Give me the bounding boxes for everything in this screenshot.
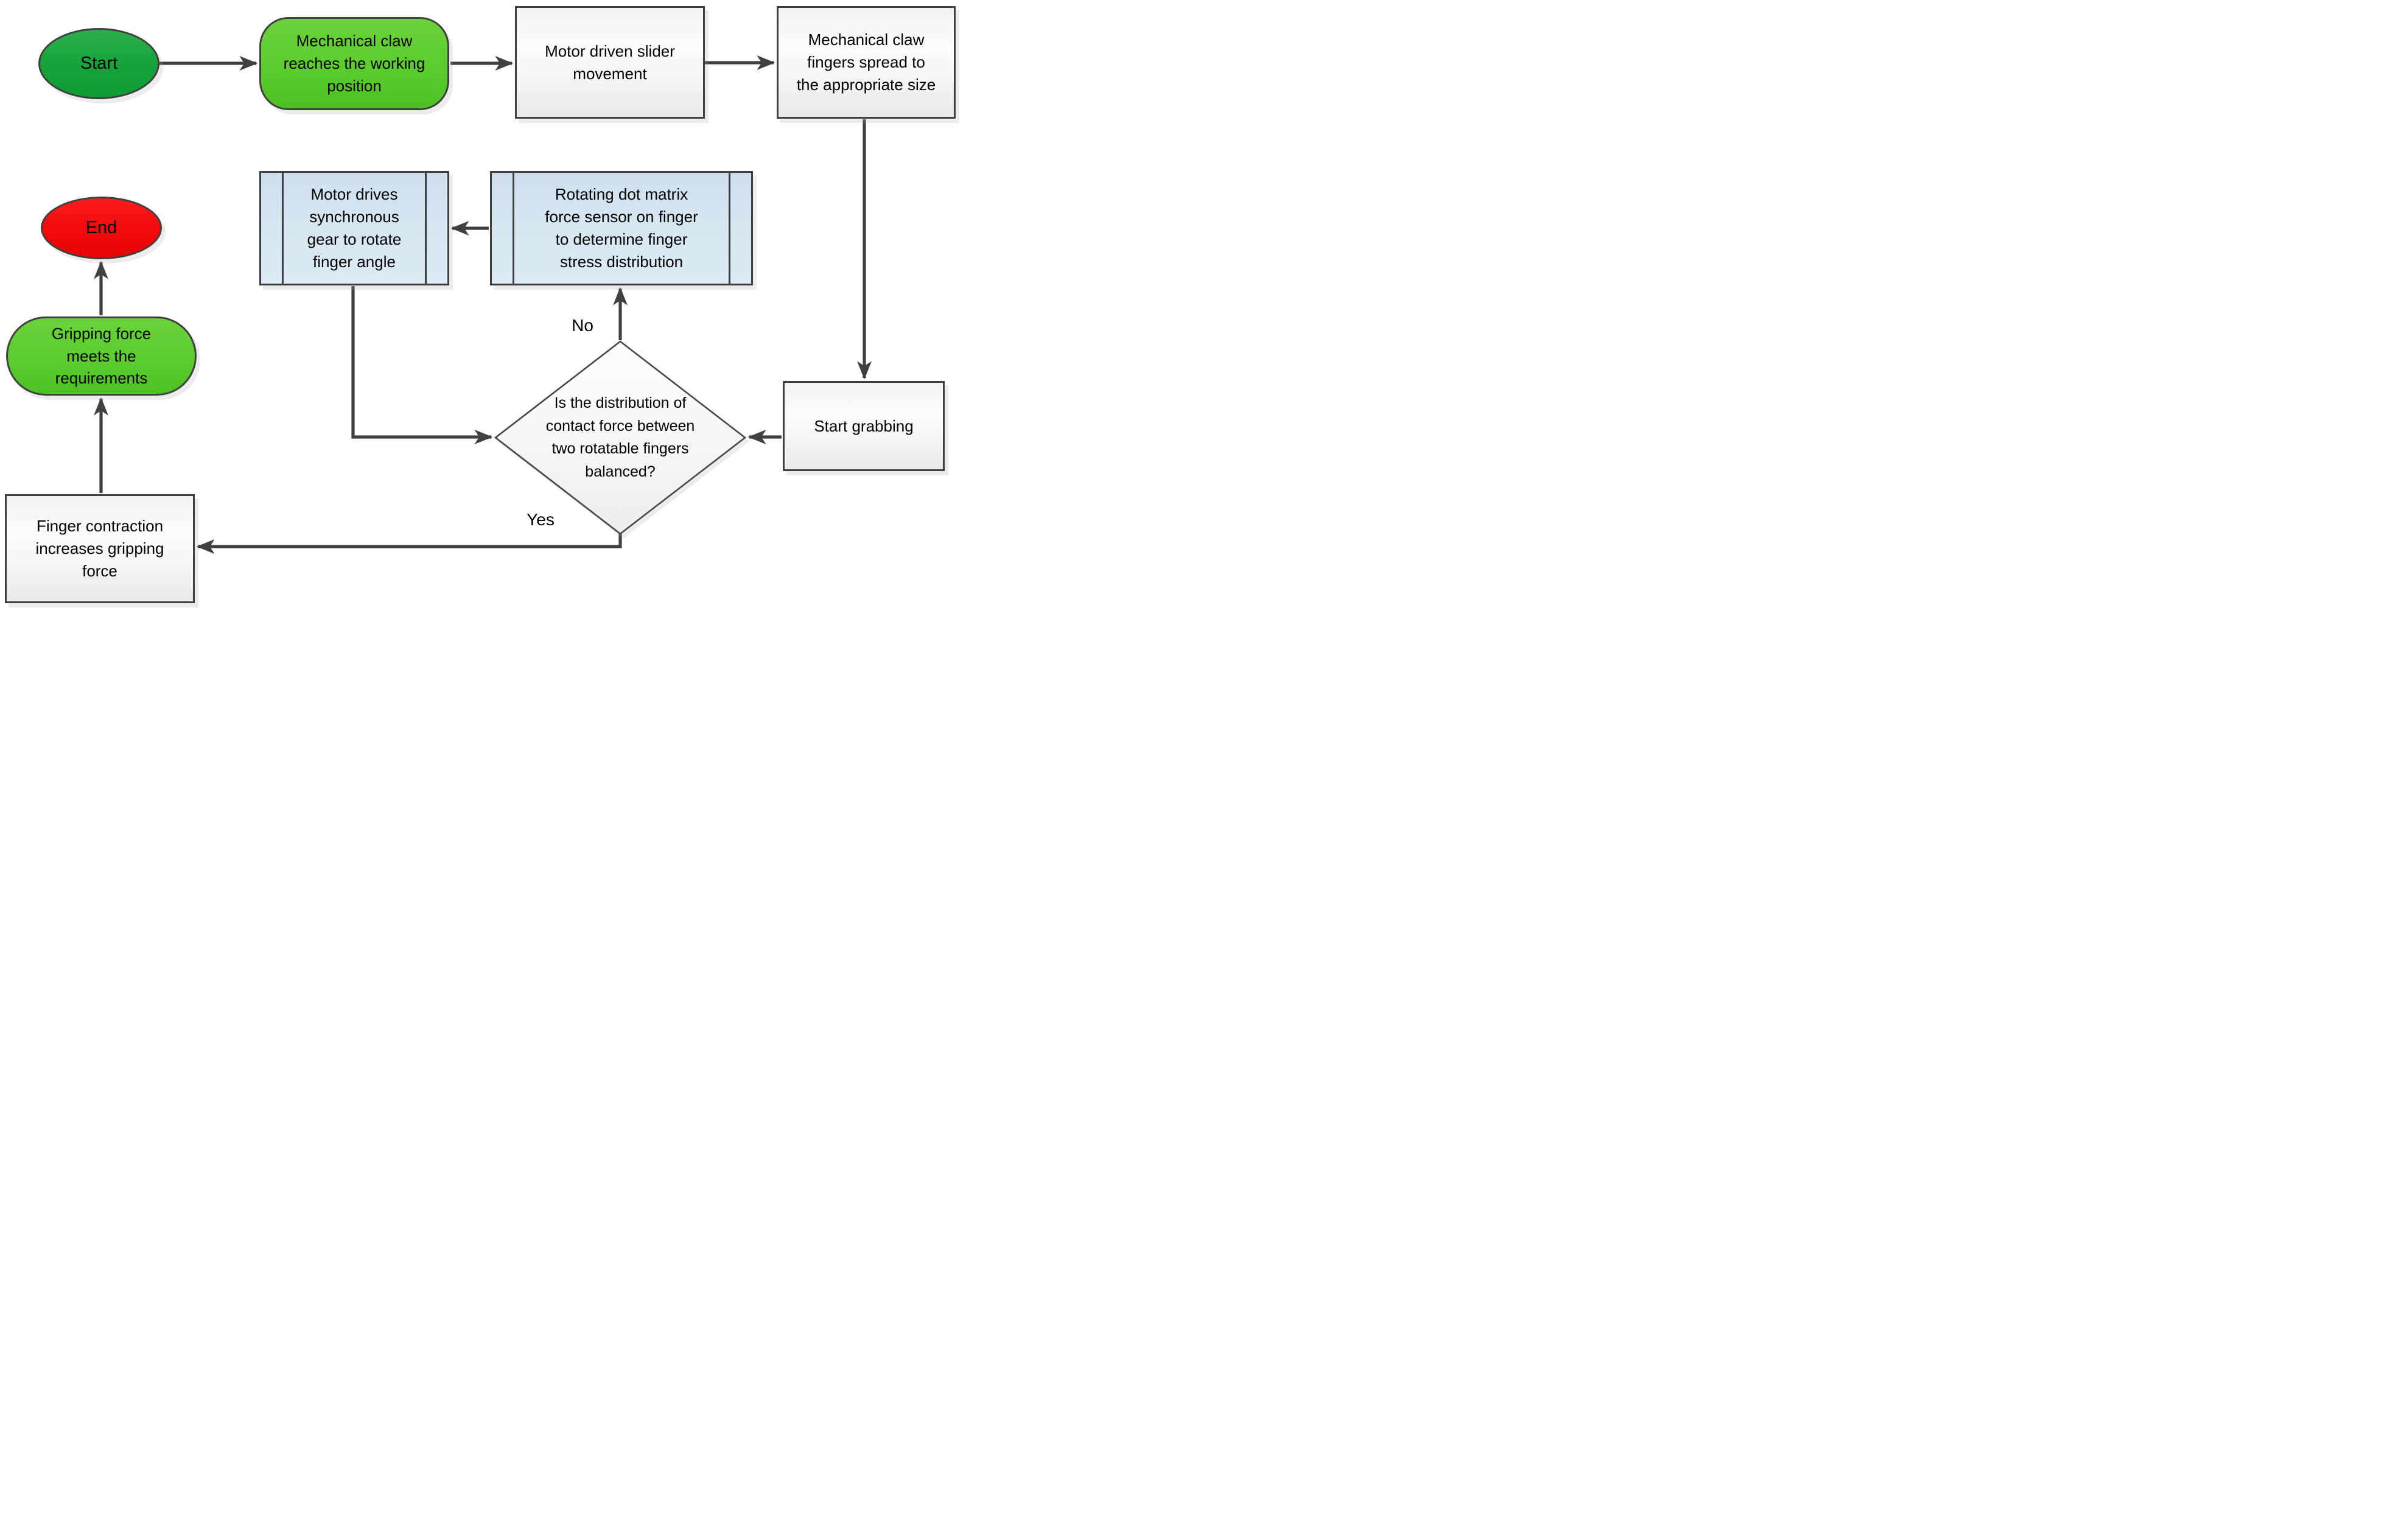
node-motor-slider-label: Motor driven slider movement bbox=[545, 41, 675, 83]
node-motor-slider: Motor driven slider movement bbox=[515, 6, 705, 119]
flowchart-canvas: Start Mechanical claw reaches the workin… bbox=[0, 0, 963, 609]
node-start-grabbing-label: Start grabbing bbox=[814, 416, 914, 435]
node-rotate-gear: Motor drives synchronous gear to rotate … bbox=[259, 171, 449, 285]
node-reach-position-label: Mechanical claw reaches the working posi… bbox=[283, 32, 425, 95]
node-start-label: Start bbox=[80, 53, 118, 73]
flow-arrow-gear-to-decision bbox=[351, 286, 493, 444]
node-reach-position: Mechanical claw reaches the working posi… bbox=[259, 17, 449, 110]
node-force-sensor: Rotating dot matrix force sensor on fing… bbox=[490, 171, 753, 285]
node-force-sensor-label: Rotating dot matrix force sensor on fing… bbox=[545, 185, 698, 271]
node-claw-spread-label: Mechanical claw fingers spread to the ap… bbox=[796, 30, 936, 94]
node-start: Start bbox=[38, 28, 159, 99]
node-gripping-force: Gripping force meets the requirements bbox=[6, 316, 197, 396]
node-claw-spread: Mechanical claw fingers spread to the ap… bbox=[777, 6, 956, 119]
node-gripping-force-label: Gripping force meets the requirements bbox=[51, 324, 152, 388]
node-start-grabbing: Start grabbing bbox=[783, 381, 945, 471]
node-finger-contraction-label: Finger contraction increases gripping fo… bbox=[35, 517, 164, 580]
edge-label-no: No bbox=[572, 316, 593, 335]
node-end-label: End bbox=[85, 217, 117, 237]
node-decision-balance-label: Is the distribution of contact force bet… bbox=[545, 394, 695, 480]
flow-arrow-decision-yes-to-contraction bbox=[196, 534, 622, 554]
node-decision-balance: Is the distribution of contact force bet… bbox=[494, 340, 746, 535]
decision-diamond-shape bbox=[494, 340, 746, 535]
node-rotate-gear-label: Motor drives synchronous gear to rotate … bbox=[307, 185, 402, 271]
node-finger-contraction: Finger contraction increases gripping fo… bbox=[5, 494, 195, 603]
edge-label-yes: Yes bbox=[527, 510, 555, 529]
node-end: End bbox=[41, 197, 162, 259]
